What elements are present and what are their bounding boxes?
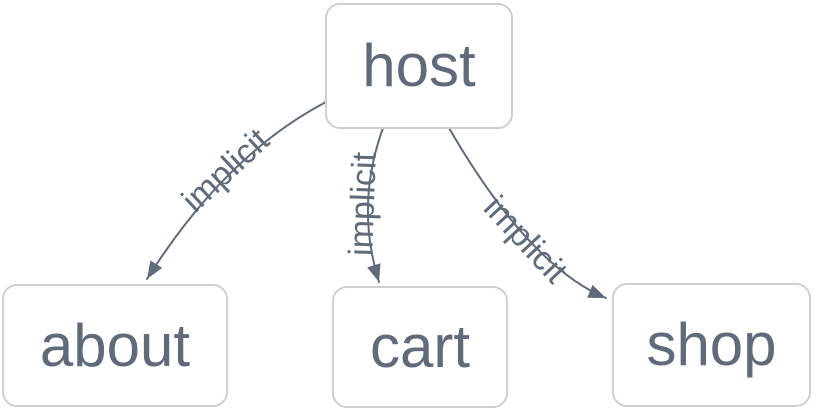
edge-label-host-about: implicit xyxy=(175,121,277,220)
node-cart-label: cart xyxy=(369,313,471,380)
node-shop-label: shop xyxy=(646,311,777,378)
node-about[interactable]: about xyxy=(2,284,228,407)
node-host[interactable]: host xyxy=(325,3,513,129)
node-host-label: host xyxy=(362,32,476,99)
edge-host-shop xyxy=(448,127,607,299)
node-about-label: about xyxy=(39,311,191,379)
node-shop[interactable]: shop xyxy=(612,283,811,407)
edge-label-host-shop: implicit xyxy=(476,189,575,291)
edge-host-cart xyxy=(366,127,384,283)
edge-label-host-cart: implicit xyxy=(342,151,384,257)
edge-host-about xyxy=(146,101,327,280)
node-cart[interactable]: cart xyxy=(332,286,508,408)
